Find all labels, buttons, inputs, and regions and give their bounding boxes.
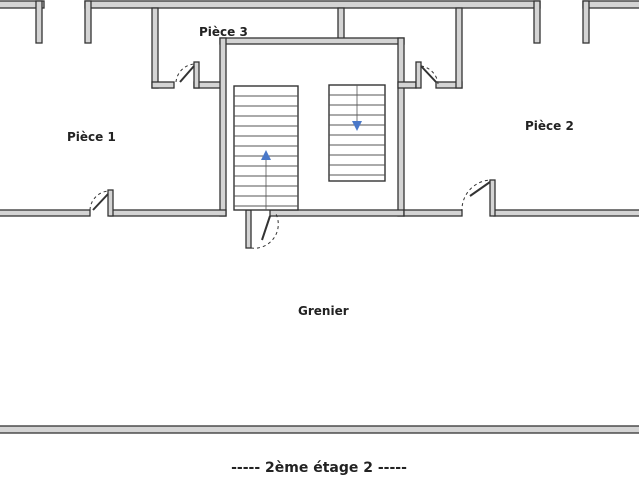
- closet-right-wall: [455, 7, 463, 89]
- door-stairs-swing: [250, 213, 279, 249]
- closet-door-jamb: [415, 61, 422, 89]
- corridor-wall-right-a: [403, 209, 463, 217]
- floor-caption: ----- 2ème étage 2 -----: [231, 460, 407, 476]
- door-room-1-swing: [89, 190, 109, 211]
- door-closet-swing: [420, 65, 439, 85]
- stair-door-jamb: [245, 209, 252, 249]
- top-wall-middle: [84, 0, 541, 9]
- corridor-wall-right-b: [493, 209, 639, 217]
- walls: [0, 0, 639, 434]
- corridor-wall-left: [0, 209, 91, 217]
- room3-left-wall: [151, 7, 159, 89]
- room-label-room-2: Pièce 2: [525, 119, 574, 133]
- door-room-1[interactable]: [89, 190, 109, 211]
- door-stairs-leaf: [261, 215, 271, 241]
- door-room-3[interactable]: [175, 63, 195, 83]
- window-stub-left-a: [35, 0, 43, 44]
- doors: [89, 63, 491, 249]
- stair-right-wall: [397, 37, 405, 217]
- door-room-1-leaf: [92, 193, 109, 211]
- door-closet[interactable]: [420, 65, 439, 85]
- top-wall-left: [0, 0, 45, 9]
- stair-down-arrow-icon: [352, 121, 362, 131]
- door-room-2-leaf: [469, 181, 491, 197]
- bottom-wall: [0, 425, 639, 434]
- door-stairs[interactable]: [250, 213, 279, 249]
- staircase-up: [233, 85, 299, 211]
- room2-door-jamb: [489, 179, 496, 217]
- room3-door-jamb: [193, 61, 200, 89]
- door-room-3-leaf: [179, 65, 195, 83]
- door-room-2-swing: [461, 179, 491, 213]
- staircase-down: [328, 84, 386, 182]
- room3-right-wall: [337, 7, 345, 43]
- window-stub-right-a: [533, 0, 541, 44]
- stair-up-arrow-icon: [261, 150, 271, 160]
- door-room-2[interactable]: [461, 179, 491, 213]
- top-wall-right: [582, 0, 639, 9]
- room3-bottom-left-wall: [151, 81, 175, 89]
- stair-left-wall: [219, 37, 227, 217]
- door-room-3-swing: [175, 63, 195, 83]
- corridor-wall-room1-door: [109, 209, 227, 217]
- room-label-attic: Grenier: [298, 304, 349, 318]
- room1-door-jamb: [107, 189, 114, 217]
- room-label-room-3: Pièce 3: [199, 25, 248, 39]
- window-stub-right-b: [582, 0, 590, 44]
- window-stub-left-b: [84, 0, 92, 44]
- room-label-room-1: Pièce 1: [67, 130, 116, 144]
- corridor-wall-stair: [269, 209, 405, 217]
- closet-bottom-wall: [397, 81, 417, 89]
- door-closet-leaf: [420, 65, 437, 83]
